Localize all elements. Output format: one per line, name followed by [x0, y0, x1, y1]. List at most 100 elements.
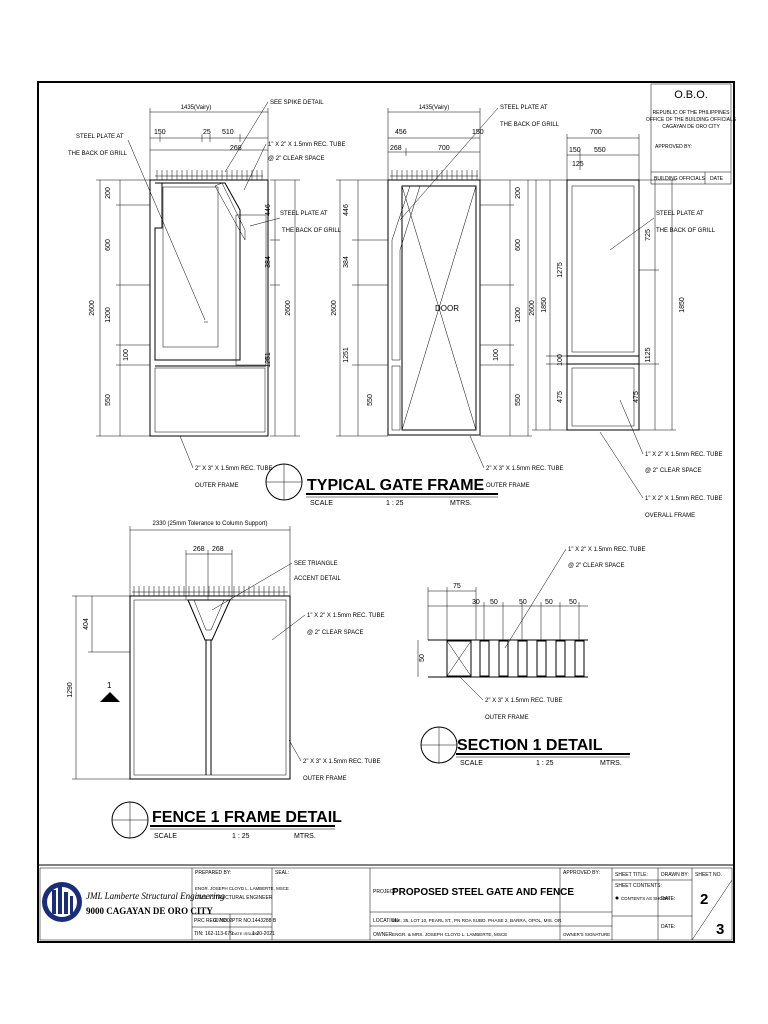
- obo-line2: OFFICE OF THE BUILDING OFFICIALS: [646, 117, 737, 123]
- gate1-steel-plate-r2: THE BACK OF GRILL: [282, 228, 342, 234]
- gate3-elevation: [566, 179, 640, 431]
- fence1-ratio: 1 : 25: [232, 833, 250, 840]
- tb-owner-label: OWNER: [373, 932, 393, 938]
- gate3-dim-725: 725: [645, 229, 652, 241]
- gate1-tube-1: 1" X 2" X 1.5mm REC. TUBE: [268, 142, 346, 148]
- fence1-elevation: [129, 586, 291, 780]
- tb-date-2: DATE:: [661, 924, 675, 930]
- section-marker-1[interactable]: 1: [100, 681, 120, 702]
- gate1-dim-384: 384: [265, 256, 272, 268]
- obo-line1: REPUBLIC OF THE PHILIPPINES: [653, 110, 731, 116]
- section1-outer-1: 2" X 3" X 1.5mm REC. TUBE: [485, 698, 563, 704]
- section1-ratio: 1 : 25: [536, 760, 554, 767]
- tb-project: PROPOSED STEEL GATE AND FENCE: [392, 887, 574, 898]
- gate3-dim-1275: 1275: [557, 262, 564, 278]
- fence1-see-triangle-1: SEE TRIANGLE: [294, 561, 338, 567]
- tb-sheet-no: SHEET NO.: [695, 872, 722, 878]
- gate2-outer-2: OUTER FRAME: [486, 483, 530, 489]
- gate1-dim-1200: 1200: [105, 307, 112, 323]
- fence1-labels: 2330 (25mm Tolerance to Column Support) …: [67, 521, 385, 782]
- fence1-width: 2330 (25mm Tolerance to Column Support): [153, 521, 268, 527]
- gate3-steel-plate-1: STEEL PLATE AT: [656, 211, 704, 217]
- fence1-title-block: FENCE 1 FRAME DETAIL SCALE 1 : 25 MTRS.: [111, 801, 342, 840]
- tb-tin-label: TIN:: [194, 931, 203, 937]
- fence1-dim-404: 404: [83, 618, 90, 630]
- section1-labels: 1" X 2" X 1.5mm REC. TUBE @ 2" CLEAR SPA…: [419, 547, 646, 721]
- gate2-dim-1251: 1251: [343, 347, 350, 363]
- fence1-title: FENCE 1 FRAME DETAIL: [152, 809, 342, 826]
- tb-date: DATE:: [661, 896, 675, 902]
- tb-date-label: DATE ISSUED:: [232, 931, 260, 936]
- tb-prepared-by: PREPARED BY:: [195, 870, 231, 876]
- tb-contents-as-shown: CONTENTS AS SHOWN: [621, 896, 670, 901]
- tb-role: CIVIL / STRUCTURAL ENGINEER: [195, 895, 273, 901]
- gate1-steel-plate-2: THE BACK OF GRILL: [68, 151, 128, 157]
- section1-dim-30: 30: [472, 599, 480, 606]
- gate1-dim-200: 200: [105, 187, 112, 199]
- section1-drawing: [428, 639, 588, 678]
- obo-approved-by: APPROVED BY:: [655, 144, 692, 150]
- gate2-width: 1435(Vairy): [419, 105, 450, 111]
- gate1-dim-446: 446: [265, 204, 272, 216]
- gate1-tube-2: @ 2" CLEAR SPACE: [268, 156, 324, 162]
- section1-tube-1: 1" X 2" X 1.5mm REC. TUBE: [568, 547, 646, 553]
- obo-title: O.B.O.: [674, 89, 708, 101]
- gate2-dim-446: 446: [343, 204, 350, 216]
- gate3-dim-150: 150: [569, 147, 581, 154]
- gate3-dim-475: 475: [557, 391, 564, 403]
- gate1-dimensions: [96, 108, 300, 437]
- obo-line3: CAGAYAN DE ORO CITY: [662, 124, 720, 130]
- gate3-labels: 700 150 550 125 1275 1850 100 475 725 18…: [541, 129, 723, 519]
- fence1-dimensions: [72, 526, 291, 780]
- gate1-elevation: [149, 170, 269, 437]
- gate3-dim-125: 125: [572, 161, 584, 168]
- svg-text:1: 1: [107, 681, 112, 690]
- gate2-dim-550: 550: [367, 394, 374, 406]
- gate1-outer-2: OUTER FRAME: [195, 483, 239, 489]
- gate1-dim-550: 550: [105, 394, 112, 406]
- gate2-outer-1: 2" X 3" X 1.5mm REC. TUBE: [486, 466, 564, 472]
- obo-box: O.B.O. REPUBLIC OF THE PHILIPPINES OFFIC…: [646, 83, 737, 185]
- tb-drawn-by: DRAWN BY:: [661, 872, 689, 878]
- fence1-outer-2: OUTER FRAME: [303, 776, 347, 782]
- fence1-dim-268a: 268: [193, 546, 205, 553]
- gate2-dimensions: [336, 108, 532, 437]
- gate2-steel-plate-2: THE BACK OF GRILL: [500, 122, 560, 128]
- gate3-dim-100: 100: [557, 354, 564, 366]
- gate2-dim-100: 100: [493, 349, 500, 361]
- section1-title-block: SECTION 1 DETAIL SCALE 1 : 25 MTRS.: [420, 726, 630, 767]
- gate2-dim-2600: 2600: [331, 300, 338, 316]
- section1-dim-50b: 50: [519, 599, 527, 606]
- company-name: JML Lamberte Structural Engineering: [86, 891, 225, 901]
- section1-dim-50d: 50: [569, 599, 577, 606]
- typical-gate-title-block: TYPICAL GATE FRAME SCALE 1 : 25 MTRS.: [265, 463, 498, 507]
- fence1-outer-1: 2" X 3" X 1.5mm REC. TUBE: [303, 759, 381, 765]
- gate2-dim-150: 150: [472, 129, 484, 136]
- gate2-dim-700: 700: [438, 145, 450, 152]
- gate1-dim-268: 268: [230, 145, 242, 152]
- section1-dim-50-vert: 50: [419, 654, 426, 662]
- gate3-dimensions: [532, 134, 676, 431]
- gate1-dim-510: 510: [222, 129, 234, 136]
- tb-date-value: 1-20-2021: [252, 931, 275, 937]
- gate2-dim-200: 200: [515, 187, 522, 199]
- gate2-elevation: DOOR: [387, 170, 481, 436]
- gate3-dim-550: 550: [594, 147, 606, 154]
- section1-dimensions: [417, 587, 588, 677]
- gate3-dim-475r: 475: [633, 391, 640, 403]
- sheet-border: [37, 81, 735, 943]
- section1-title: SECTION 1 DETAIL: [457, 737, 603, 754]
- obo-date: DATE: [710, 176, 724, 182]
- gate2-dim-268: 268: [390, 145, 402, 152]
- fence1-scale: SCALE: [154, 833, 177, 840]
- section1-dim-50a: 50: [490, 599, 498, 606]
- section1-units: MTRS.: [600, 760, 622, 767]
- gate2-labels: 1435(Vairy) 456 150 268 700 STEEL PLATE …: [331, 105, 564, 489]
- fence1-see-triangle-2: ACCENT DETAIL: [294, 576, 341, 582]
- gate1-spikes: [156, 170, 263, 180]
- gate1-outer-1: 2" X 3" X 1.5mm REC. TUBE: [195, 466, 273, 472]
- gate1-labels: 1435(Vairy) 150 25 510 268 SEE SPIKE DET…: [68, 100, 346, 489]
- gate3-tube-b1: 1" X 2" X 1.5mm REC. TUBE: [645, 496, 723, 502]
- gate1-dim-25: 25: [203, 129, 211, 136]
